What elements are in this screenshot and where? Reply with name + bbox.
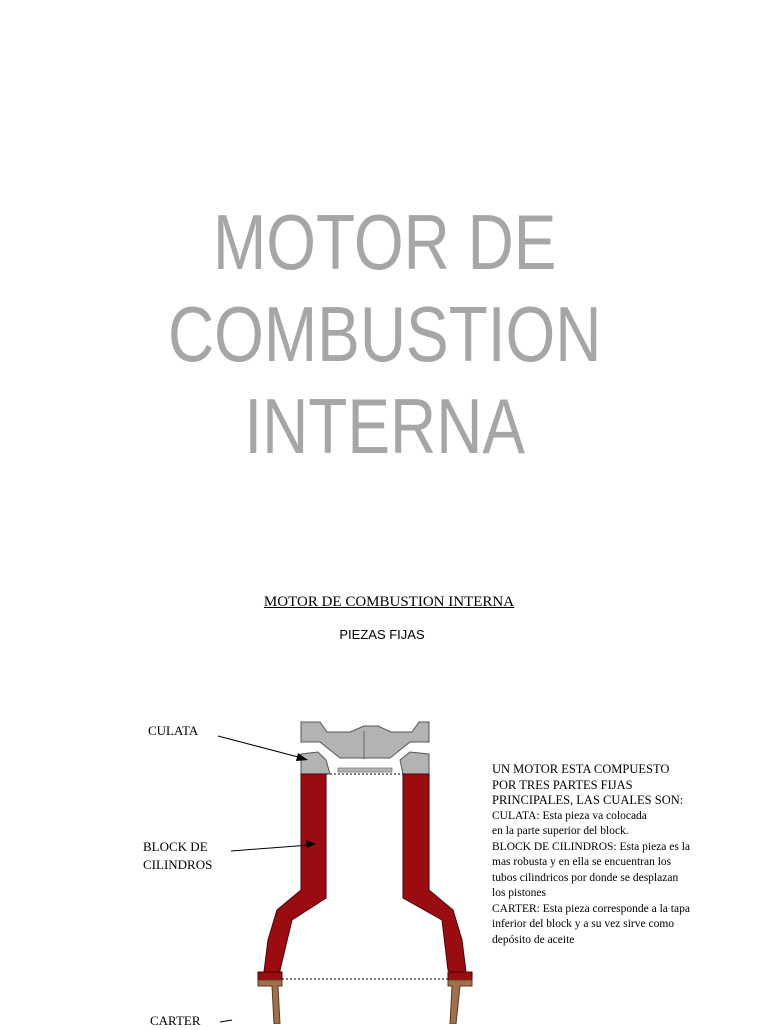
label-block-line-2: CILINDROS: [143, 857, 213, 872]
block-right-wall: [402, 773, 467, 973]
description-line: los pistones: [492, 887, 546, 899]
culata-right-lip: [399, 751, 430, 775]
culata-top-part: [300, 721, 430, 759]
description-text: UN MOTOR ESTA COMPUESTO POR TRES PARTES …: [492, 762, 732, 948]
description-line: mas robusta y en ella se encuentran los: [492, 856, 672, 868]
description-line: PRINCIPALES, LAS CUALES SON:: [492, 793, 684, 807]
slide-title-line-1: MOTOR DE COMBUSTION: [167, 198, 602, 378]
slide-title-line-2: INTERNA: [244, 382, 526, 470]
carter-right-wall: [447, 979, 473, 1024]
document-heading: MOTOR DE COMBUSTION INTERNA: [263, 594, 515, 610]
label-carter: CARTER: [150, 1013, 201, 1028]
description-line: POR TRES PARTES FIJAS: [492, 777, 633, 792]
description-line: UN MOTOR ESTA COMPUESTO: [492, 762, 670, 776]
culata-center-bridge: [337, 767, 393, 773]
carter-left-wall: [257, 979, 283, 1024]
description-line: CARTER: Esta pieza corresponde a la tapa: [492, 902, 690, 915]
block-left-wall: [263, 773, 327, 973]
label-block-line-1: BLOCK DE: [143, 839, 208, 854]
description-line: en la parte superior del block.: [492, 825, 629, 837]
label-block-de-cilindros: BLOCK DE CILINDROS: [143, 838, 212, 874]
description-line: tubos cilindricos por donde se desplazan: [492, 871, 679, 884]
block-right-flange: [447, 971, 473, 981]
description-line: depósito de aceite: [492, 933, 575, 946]
document-subheading: PIEZAS FIJAS: [339, 627, 425, 642]
description-line: inferior del block y a su vez sirve como: [492, 918, 675, 930]
block-left-flange: [257, 971, 283, 981]
culata-left-lip: [300, 751, 331, 775]
culata-pointer-line: [217, 735, 303, 759]
description-line: BLOCK DE CILINDROS: Esta pieza es la: [492, 840, 691, 853]
carter-pointer-line: [219, 1019, 233, 1023]
culata-pointer-arrowhead: [296, 753, 308, 761]
label-culata: CULATA: [148, 723, 199, 738]
slide-title: MOTOR DE COMBUSTION INTERNA: [70, 196, 700, 472]
block-pointer-arrowhead: [306, 840, 316, 848]
description-line: CULATA: Esta pieza va colocada: [492, 809, 647, 822]
block-pointer-line: [230, 844, 311, 852]
